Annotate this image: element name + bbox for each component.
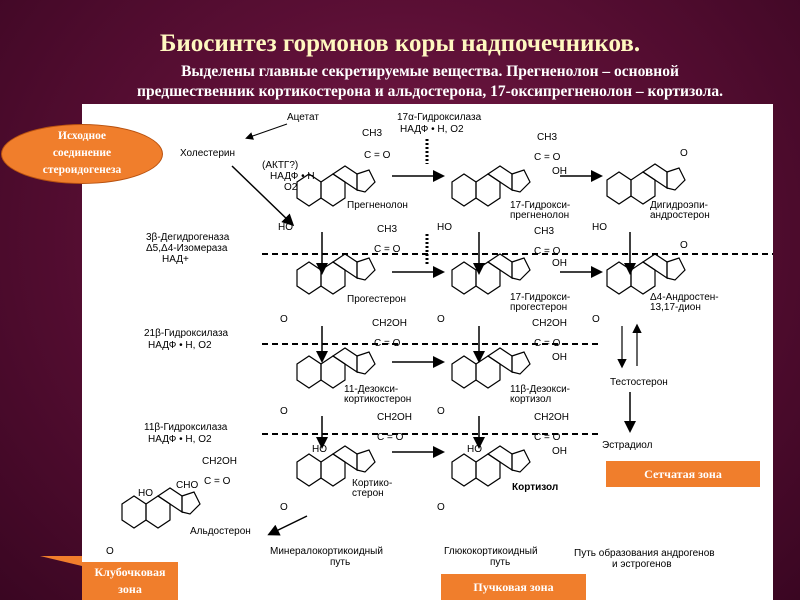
ho-label: HO (437, 222, 452, 233)
cortisol-structure (451, 445, 531, 487)
subtitle-line-1: Выделены главные секретируемые вещества.… (181, 63, 679, 80)
o-label: O (280, 406, 288, 417)
hydroxylase17-label-2: НАДФ • Н, О2 (400, 124, 464, 135)
o-label: O (280, 314, 288, 325)
o-label: O (437, 502, 445, 513)
start-compound-badge: Исходное соединение стероидогенеза (1, 124, 163, 184)
fascicular-zone-badge: Пучковая зона (441, 574, 586, 600)
progesterone-structure (296, 253, 376, 295)
co-label: C = O (364, 150, 391, 161)
hydroxyprog-label-2: прогестерон (510, 302, 567, 313)
ch2oh-label: CH2OH (532, 318, 567, 329)
estradiol-label: Эстрадиол (602, 440, 653, 451)
co-label: C = O (534, 152, 561, 163)
aldosterone-label: Альдостерон (190, 526, 251, 537)
ch2oh-label: CH2OH (377, 412, 412, 423)
androgen-label-2: и эстрогенов (612, 559, 672, 570)
dhea-label-2: андростерон (650, 210, 710, 221)
hydroxylase17-label-1: 17α-Гидроксилаза (397, 112, 482, 123)
deoxycortisol-label-2: кортизол (510, 394, 551, 405)
reticular-zone-badge: Сетчатая зона (606, 461, 760, 487)
ch2oh-label: CH2OH (372, 318, 407, 329)
ch3-label: CH3 (534, 226, 554, 237)
hydroxylase21-label-1: 21β-Гидроксилаза (144, 328, 229, 339)
mineral-label-1: Минералокортикоидный (270, 546, 383, 557)
biosynthesis-diagram: Ацетат Холестерин (АКТГ?) НАДФ • Н О2 17… (106, 112, 773, 570)
glomerular-zone-badge: Клубочковая зона (82, 562, 178, 600)
ho-label: HO (278, 222, 293, 233)
cholesterol-label: Холестерин (180, 148, 235, 159)
cortisol-label: Кортизол (512, 482, 558, 493)
hydroxylase11-label-2: НАДФ • Н, О2 (148, 434, 212, 445)
hydroxyprog-label-1: 17-Гидрокси- (510, 292, 570, 303)
corticosterone-label-2: стерон (352, 488, 384, 499)
deoxycortisol-label-1: 11β-Дезокси- (510, 384, 570, 395)
o-label: O (280, 502, 288, 513)
gluco-label-1: Глюкокортикоидный (444, 546, 538, 557)
o2-label: О2 (284, 182, 298, 193)
oh-label: OH (552, 166, 567, 177)
co-label: C = O (534, 338, 561, 349)
oh-label: OH (552, 258, 567, 269)
ho-label: HO (467, 444, 482, 455)
hydroxypreg-label-1: 17-Гидрокси- (510, 200, 570, 211)
ch2oh-label: CH2OH (202, 456, 237, 467)
glomerular-zone-pointer (40, 556, 82, 566)
androstenedione-label-2: 13,17-дион (650, 302, 701, 313)
co-label: C = O (204, 476, 231, 487)
co-label: C = O (534, 432, 561, 443)
dhea-label-1: Дигидроэпи- (650, 200, 708, 211)
o-label: O (437, 406, 445, 417)
dehydrogenase-label-1: 3β-Дегидрогеназа (146, 232, 230, 243)
subtitle-line-2: предшественник кортикостерона и альдосте… (137, 83, 723, 100)
hydroxypreg-label-2: прегненолон (510, 210, 569, 221)
ch3-label: CH3 (377, 224, 397, 235)
hydroxyprogesterone-structure (451, 253, 531, 295)
co-label: C = O (377, 432, 404, 443)
ch3-label: CH3 (537, 132, 557, 143)
deoxycort-label-1: 11-Дезокси- (344, 384, 398, 395)
dhea-structure (606, 163, 686, 205)
o-label: O (680, 148, 688, 159)
enzyme-separator-lines (262, 253, 773, 435)
hydroxylase11-label-1: 11β-Гидроксилаза (144, 422, 228, 433)
corticosterone-label-1: Кортико- (352, 478, 392, 489)
co-label: C = O (374, 244, 401, 255)
ho-label: HO (138, 488, 153, 499)
oh-label: OH (552, 352, 567, 363)
acetate-label: Ацетат (287, 112, 319, 123)
o-label: O (106, 546, 114, 557)
o-label: O (592, 314, 600, 325)
dehydrogenase-label-2: Δ5,Δ4-Изомераза (146, 243, 228, 254)
androstenedione-label-1: Δ4-Андростен- (650, 292, 719, 303)
ch3-label: CH3 (362, 128, 382, 139)
o-label: O (680, 240, 688, 251)
o-label: O (437, 314, 445, 325)
ho-label: HO (592, 222, 607, 233)
co-label: C = O (374, 338, 401, 349)
deoxycorticosterone-structure (296, 347, 376, 389)
page-title: Биосинтез гормонов коры надпочечников. (159, 30, 641, 57)
aldosterone-structure (121, 487, 201, 529)
ch2oh-label: CH2OH (534, 412, 569, 423)
ho-label: HO (312, 444, 327, 455)
deoxycortisol-structure (451, 347, 531, 389)
dehydrogenase-label-3: НАД+ (162, 254, 189, 265)
mineral-label-2: путь (330, 557, 350, 568)
diagram-panel: Ацетат Холестерин (АКТГ?) НАДФ • Н О2 17… (82, 104, 773, 600)
progesterone-label: Прогестерон (347, 294, 406, 305)
cho-label: CHO (176, 480, 198, 491)
acth-label: (АКТГ?) (262, 160, 298, 171)
androstenedione-structure (606, 253, 686, 295)
nadph-label: НАДФ • Н (270, 171, 315, 182)
testosterone-label: Тестостерон (610, 377, 668, 388)
co-label: C = O (534, 246, 561, 257)
androgen-label-1: Путь образования андрогенов (574, 547, 715, 559)
page-subtitle: Выделены главные секретируемые вещества.… (60, 62, 800, 102)
pregnenolone-label: Прегненолон (347, 200, 408, 211)
deoxycort-label-2: кортикостерон (344, 394, 411, 405)
oh-label: OH (552, 446, 567, 457)
hydroxylase21-label-2: НАДФ • Н, О2 (148, 340, 212, 351)
gluco-label-2: путь (490, 557, 510, 568)
